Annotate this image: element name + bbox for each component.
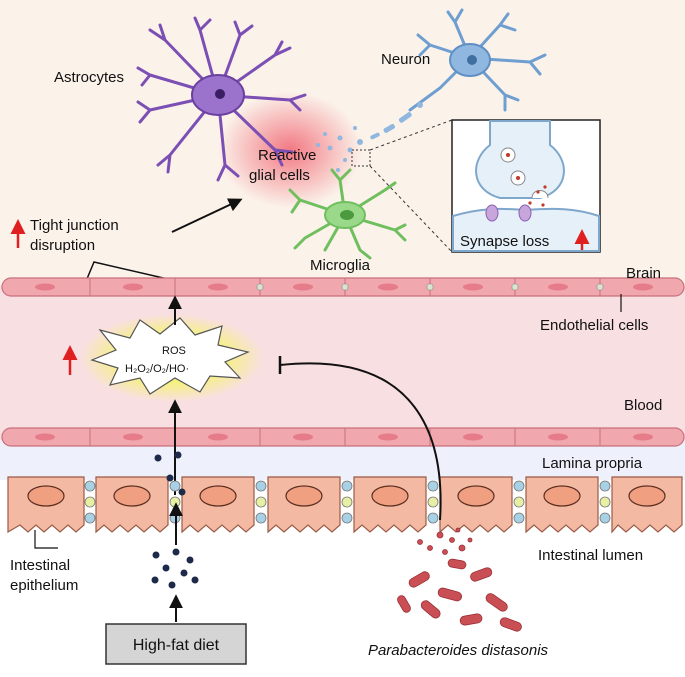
neuron-label: Neuron	[381, 51, 430, 68]
receptor-right	[518, 204, 532, 222]
axon-fragments	[316, 102, 423, 172]
tight-junction-label-1: Tight junction	[30, 217, 119, 234]
ros-species-label: H₂O₂/O₂/HO·	[125, 363, 189, 375]
intestinal-lumen-label: Intestinal lumen	[538, 547, 643, 564]
presynaptic-terminal	[475, 120, 565, 199]
reactive-label-2: glial cells	[249, 167, 310, 184]
endothelial-cells-label: Endothelial cells	[540, 317, 648, 334]
microglia-nucleus	[340, 210, 354, 220]
top-endothelial-layer	[1, 277, 685, 297]
brain-label: Brain	[626, 265, 661, 282]
ros-label: ROS	[162, 345, 186, 357]
bacterium-label: Parabacteroides distasonis	[368, 642, 549, 659]
intestinal-epithelium	[7, 476, 683, 534]
lamina-propria-label: Lamina propria	[542, 455, 643, 472]
tight-junction-label-2: disruption	[30, 237, 95, 254]
reactive-glow	[218, 92, 362, 208]
epithelium-pointer	[34, 530, 58, 549]
lamina-propria-region	[0, 440, 685, 480]
ros-burst	[90, 317, 250, 395]
bottom-endothelial-layer	[1, 427, 685, 447]
astrocytes-label: Astrocytes	[54, 69, 124, 86]
epithelium-label-1: Intestinal	[10, 557, 70, 574]
inhibition-path	[279, 362, 442, 521]
bacteria-icon	[397, 527, 522, 632]
blood-label: Blood	[624, 397, 662, 414]
neuron-nucleus	[467, 55, 477, 65]
reactive-label-1: Reactive	[258, 147, 316, 164]
astrocyte-nucleus	[215, 89, 225, 99]
epithelium-label-2: epithelium	[10, 577, 78, 594]
zoom-marker	[351, 149, 371, 167]
microglia-label: Microglia	[310, 257, 371, 274]
synapse-loss-label: Synapse loss	[460, 233, 549, 250]
high-fat-diet-label: High-fat diet	[133, 637, 220, 654]
high-fat-diet-box	[105, 623, 247, 665]
receptor-left	[485, 204, 499, 222]
to-glia-arrow	[171, 198, 243, 233]
